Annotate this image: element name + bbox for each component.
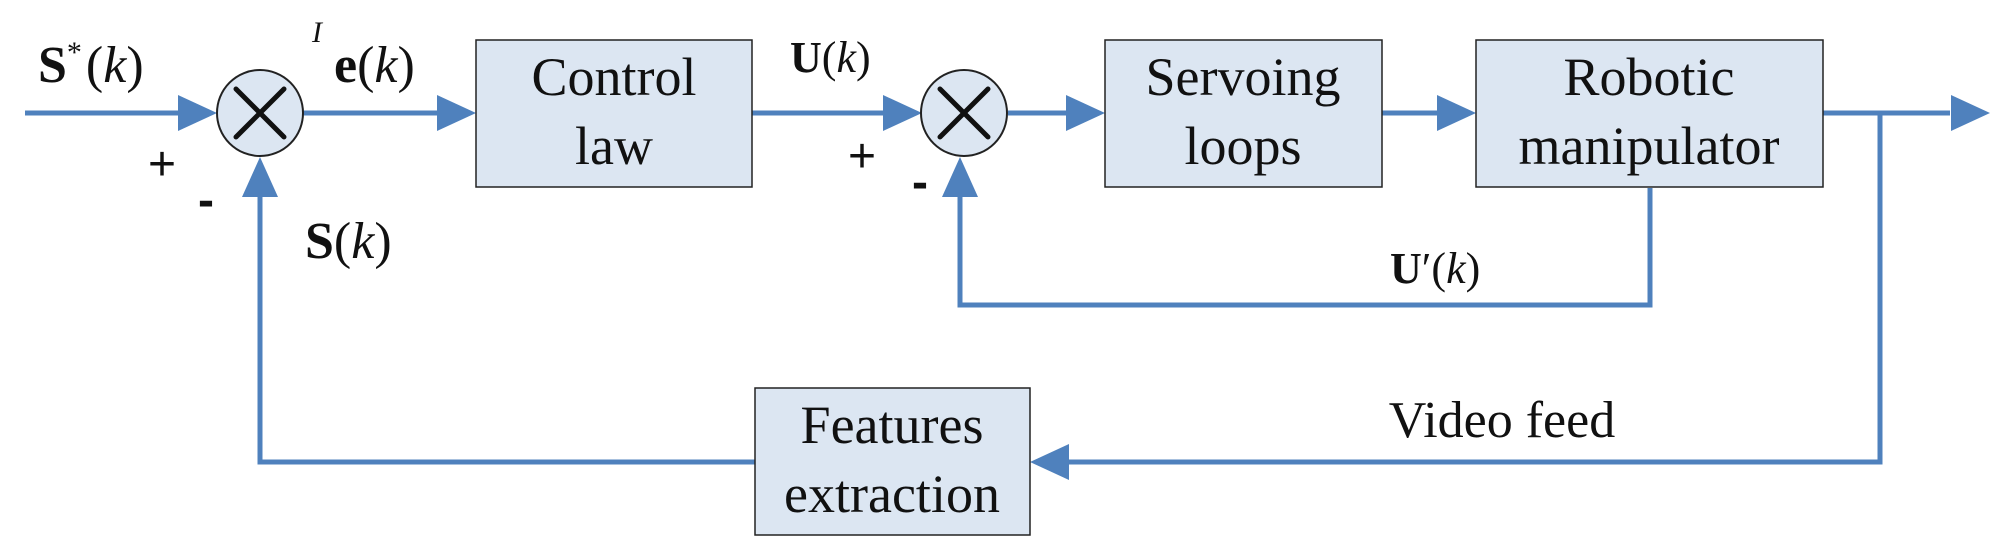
servoing-loops-line1: Servoing — [1146, 47, 1341, 107]
servoing-loops-line2: loops — [1184, 116, 1301, 176]
sum1-plus-sign: + — [148, 138, 176, 191]
robotic-manipulator-block: Robotic manipulator — [1475, 39, 1824, 188]
outer-feedback-wire — [257, 190, 755, 465]
control-law-line2: law — [575, 116, 653, 176]
output-arrowhead — [1951, 95, 1990, 131]
sum2-to-servo-arrowhead — [1066, 95, 1105, 131]
error-signal-label: Ie(k) — [311, 16, 415, 94]
robotic-manipulator-line1: Robotic — [1564, 47, 1735, 107]
inner-feedback-signal-label: U′(k) — [1390, 244, 1480, 293]
sum2-minus-sign: - — [912, 156, 928, 209]
feedback-features-signal-label: S(k) — [305, 213, 392, 270]
sum2-plus-sign: + — [848, 130, 876, 183]
input-arrowhead — [178, 95, 217, 131]
control-signal-label: U(k) — [790, 33, 871, 82]
control-law-block: Control law — [475, 39, 753, 188]
servo-to-robot-arrowhead — [1437, 95, 1476, 131]
features-extraction-block: Features extraction — [754, 387, 1031, 536]
features-extraction-line2: extraction — [784, 464, 1000, 524]
control-arrowhead — [883, 95, 922, 131]
inner-feedback-arrowhead — [942, 157, 978, 197]
video-feed-arrowhead — [1030, 444, 1069, 480]
summing-junction-1 — [216, 69, 304, 157]
error-arrowhead — [437, 95, 476, 131]
video-feed-label: Video feed — [1389, 392, 1615, 449]
video-feed-wire — [1055, 113, 1883, 465]
servoing-loops-block: Servoing loops — [1104, 39, 1383, 188]
reference-signal-label: S*(k) — [38, 36, 144, 94]
sum1-minus-sign: - — [198, 174, 214, 227]
control-law-line1: Control — [531, 47, 696, 107]
summing-junction-2 — [920, 69, 1008, 157]
inner-feedback-wire — [957, 188, 1653, 308]
features-extraction-line1: Features — [801, 395, 984, 455]
robotic-manipulator-line2: manipulator — [1519, 116, 1780, 176]
outer-feedback-arrowhead — [242, 157, 278, 197]
